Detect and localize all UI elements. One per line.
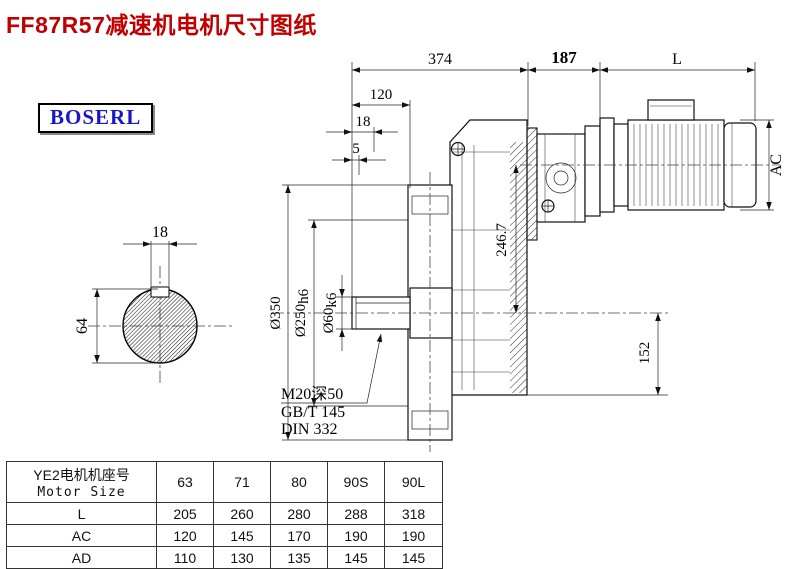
header-size-90S: 90S xyxy=(327,461,385,503)
keyway-slot xyxy=(150,286,170,298)
header-size-90L: 90L xyxy=(384,461,443,503)
cell-L-90S: 288 xyxy=(327,502,385,525)
note-m20: M20深50 xyxy=(281,385,343,403)
dim-374: 374 xyxy=(428,51,452,68)
cell-AD-80: 135 xyxy=(270,546,328,569)
table-row-AD: AD 110 130 135 145 145 xyxy=(6,546,443,569)
header-motor-size-cn: YE2电机机座号 xyxy=(33,466,130,483)
cell-AD-71: 130 xyxy=(213,546,271,569)
dimension-lines xyxy=(281,62,774,441)
dim-L: L xyxy=(672,51,682,68)
dim-dia60: Ø60k6 xyxy=(321,292,340,333)
dim-dia350: Ø350 xyxy=(268,296,284,329)
screw-symbol xyxy=(450,141,555,213)
cell-AC-80: 170 xyxy=(270,524,328,547)
dim-shaft-64: 64 xyxy=(74,318,91,334)
cell-L-90L: 318 xyxy=(384,502,443,525)
cell-AC-90L: 190 xyxy=(384,524,443,547)
dim-152: 152 xyxy=(637,342,653,365)
header-size-80: 80 xyxy=(270,461,328,503)
r57-body xyxy=(536,133,586,223)
dimension-labels: 374 187 L 120 18 5 AC 246.7 152 Ø350 Ø25… xyxy=(74,48,785,438)
cell-AD-90L: 145 xyxy=(384,546,443,569)
dim-246-7: 246.7 xyxy=(494,223,510,257)
cell-L-80: 280 xyxy=(270,502,328,525)
dim-key-18: 18 xyxy=(152,224,168,241)
header-motor-size: YE2电机机座号 Motor Size xyxy=(6,461,157,503)
dim-dia250: Ø250h6 xyxy=(293,288,312,337)
dim-187: 187 xyxy=(551,48,577,67)
dim-AC: AC xyxy=(768,154,785,176)
cell-L-71: 260 xyxy=(213,502,271,525)
dim-5: 5 xyxy=(352,141,360,157)
table-row-AC: AC 120 145 170 190 190 xyxy=(6,524,443,547)
cell-AC-90S: 190 xyxy=(327,524,385,547)
gearbox-motor-view xyxy=(272,99,780,452)
header-size-63: 63 xyxy=(156,461,214,503)
cell-L-63: 205 xyxy=(156,502,214,525)
shaft-section-circle xyxy=(122,288,198,364)
shaft-section-view xyxy=(88,241,233,386)
row-label-AC: AC xyxy=(6,524,157,547)
dimension-drawing: 374 187 L 120 18 5 AC 246.7 152 Ø350 Ø25… xyxy=(74,48,785,452)
terminal-box xyxy=(647,99,695,121)
cell-AD-63: 110 xyxy=(156,546,214,569)
motor-size-table: YE2电机机座号 Motor Size 63 71 80 90S 90L L 2… xyxy=(6,461,443,569)
cell-AC-63: 120 xyxy=(156,524,214,547)
motor-flange xyxy=(584,125,601,217)
header-size-71: 71 xyxy=(213,461,271,503)
cell-AD-90S: 145 xyxy=(327,546,385,569)
r57-flange-plate xyxy=(526,127,538,241)
note-gbt145: GB/T 145 xyxy=(281,404,345,421)
dim-120: 120 xyxy=(370,87,393,103)
gear-housing xyxy=(449,119,528,396)
note-din332: DIN 332 xyxy=(281,421,337,438)
dim-18: 18 xyxy=(356,114,371,130)
row-label-AD: AD xyxy=(6,546,157,569)
cell-AC-71: 145 xyxy=(213,524,271,547)
page-title: FF87R57减速机电机尺寸图纸 xyxy=(6,12,317,38)
table-row-L: L 205 260 280 288 318 xyxy=(6,502,443,525)
header-motor-size-en: Motor Size xyxy=(37,484,126,500)
row-label-L: L xyxy=(6,502,157,525)
brand-logo: BOSERL xyxy=(38,103,154,133)
